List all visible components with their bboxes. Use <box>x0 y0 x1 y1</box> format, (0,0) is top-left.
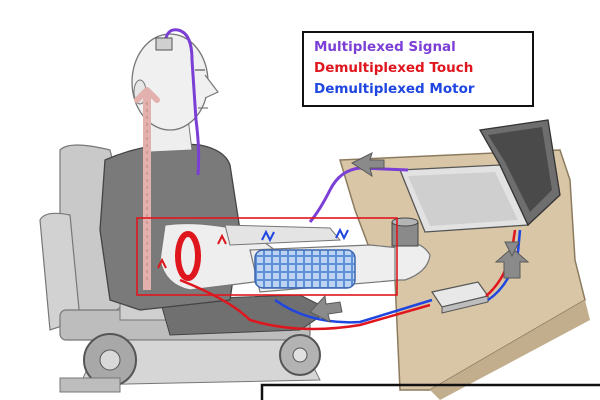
signal-accents <box>157 227 349 269</box>
output-frame-line <box>260 383 600 400</box>
legend-box: Multiplexed Signal Demultiplexed Touch D… <box>302 31 534 107</box>
person-figure <box>99 33 431 336</box>
legend-item-multiplexed-signal: Multiplexed Signal <box>314 39 456 55</box>
multiplexed-signal-wires <box>163 28 409 223</box>
legend-item-demultiplexed-motor: Demultiplexed Motor <box>314 81 475 97</box>
arm-highlight-box <box>136 217 398 296</box>
sleeve-electrode-array-icon <box>254 249 356 289</box>
interface-box-icon <box>431 281 490 314</box>
laptop-icon <box>399 119 561 233</box>
flow-arrow-icon <box>309 152 530 323</box>
legend-item-demultiplexed-touch: Demultiplexed Touch <box>314 60 474 76</box>
cup-icon <box>391 217 419 247</box>
